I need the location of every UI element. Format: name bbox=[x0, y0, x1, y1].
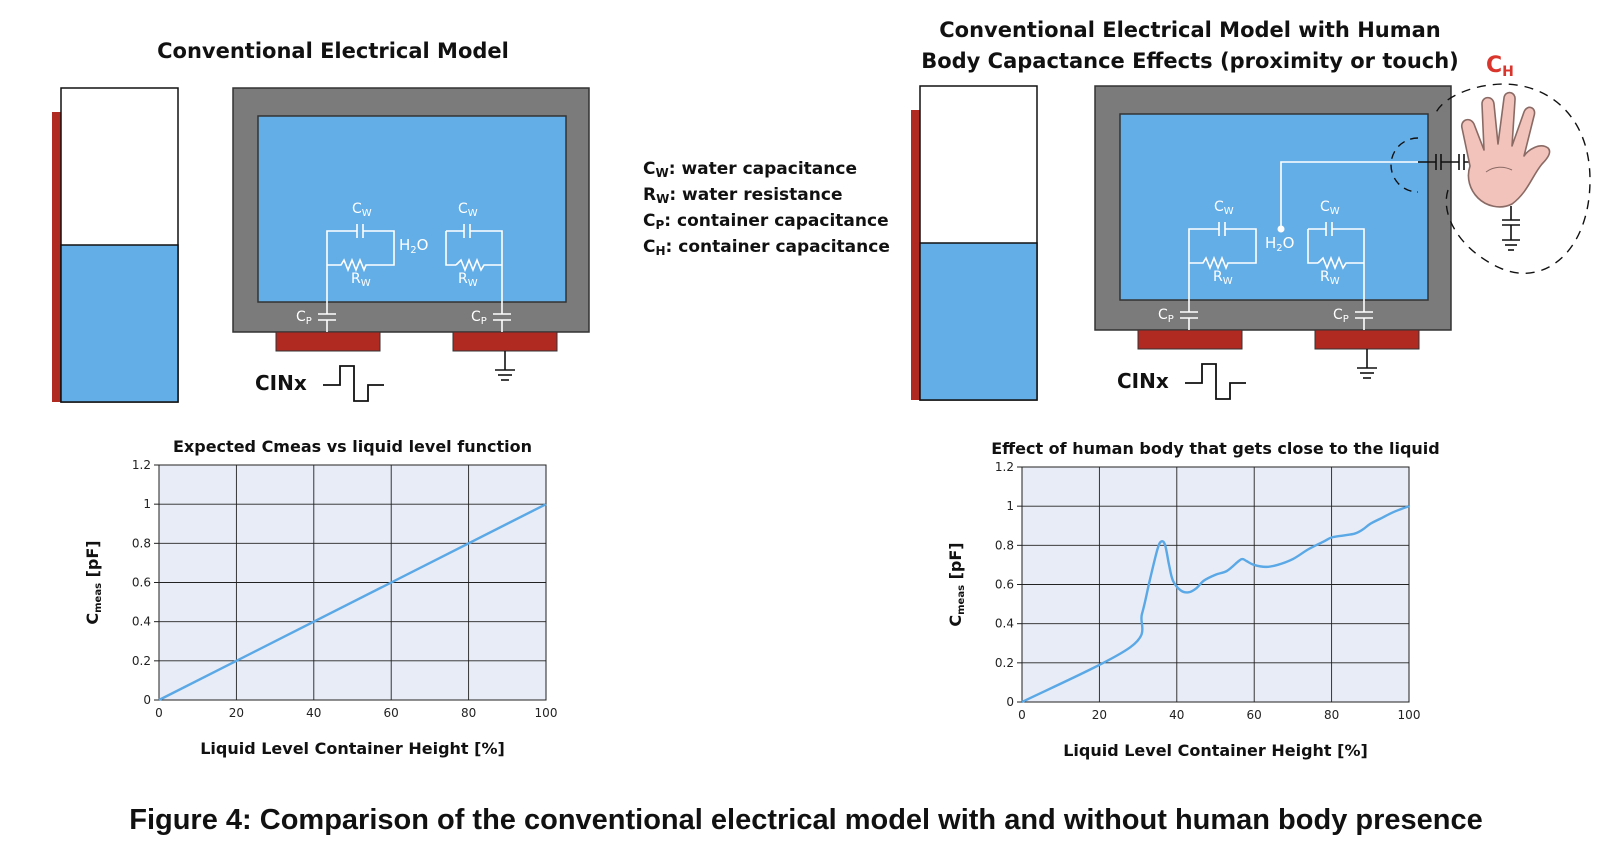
left-diagram-title: Conventional Electrical Model bbox=[157, 39, 509, 63]
left-electrode-cinx bbox=[275, 331, 381, 352]
chart-title: Expected Cmeas vs liquid level function bbox=[173, 437, 532, 456]
right-rw-label-1: RW bbox=[1213, 269, 1233, 287]
left-pulse-icon bbox=[323, 365, 384, 402]
right-diagram-title-line1: Conventional Electrical Model with Human bbox=[939, 18, 1440, 42]
left-h2o-label: H2O bbox=[399, 236, 428, 256]
chart-title: Effect of human body that gets close to … bbox=[991, 439, 1440, 458]
legend: CW: water capacitance RW: water resistan… bbox=[643, 159, 890, 258]
x-tick-label: 0 bbox=[155, 706, 163, 720]
x-axis-label: Liquid Level Container Height [%] bbox=[200, 739, 505, 758]
right-cp-label-1: CP bbox=[1158, 307, 1174, 325]
left-cinx-label: CINx bbox=[255, 371, 307, 395]
y-tick-label: 0.6 bbox=[995, 578, 1014, 592]
ch-label: CH bbox=[1486, 53, 1514, 80]
tube-electrode-strip bbox=[911, 110, 921, 400]
hand-ground-capacitor bbox=[1502, 206, 1520, 251]
left-cw-label-1: CW bbox=[352, 201, 372, 219]
figure-caption: Figure 4: Comparison of the conventional… bbox=[129, 804, 1483, 836]
y-tick-label: 1 bbox=[1006, 499, 1014, 513]
x-tick-label: 40 bbox=[1169, 708, 1184, 722]
right-water-body bbox=[1119, 113, 1429, 301]
circuit-node bbox=[1277, 225, 1285, 233]
right-electrode-cinx bbox=[1137, 329, 1243, 350]
x-tick-label: 100 bbox=[1398, 708, 1421, 722]
x-tick-label: 0 bbox=[1018, 708, 1026, 722]
left-water-body bbox=[257, 115, 567, 303]
y-tick-label: 0.2 bbox=[995, 656, 1014, 670]
x-tick-label: 80 bbox=[461, 706, 476, 720]
x-tick-label: 80 bbox=[1324, 708, 1339, 722]
legend-item-rw: RW: water resistance bbox=[643, 185, 842, 206]
right-circuit bbox=[1180, 161, 1418, 330]
tube-water bbox=[60, 244, 179, 403]
right-rw-label-2: RW bbox=[1320, 269, 1340, 287]
right-cp-label-2: CP bbox=[1333, 307, 1349, 325]
y-tick-label: 0.2 bbox=[132, 654, 151, 668]
right-cw-label-1: CW bbox=[1214, 199, 1234, 217]
y-tick-label: 0.4 bbox=[995, 617, 1014, 631]
chart-expected-cmeas: 0 20 40 60 80 100 0 0.2 0.4 0.6 0.8 1 1.2 Expected Cm… bbox=[83, 437, 557, 758]
x-tick-label: 60 bbox=[384, 706, 399, 720]
y-axis-label: Cmeas [pF] bbox=[946, 542, 967, 626]
legend-item-ch: CH: container capacitance bbox=[643, 237, 890, 258]
wall-dashed-arc bbox=[1390, 137, 1419, 193]
right-electrode-ground bbox=[1314, 329, 1420, 350]
y-tick-label: 0.8 bbox=[995, 538, 1014, 552]
left-tube bbox=[52, 87, 179, 403]
x-tick-label: 20 bbox=[1092, 708, 1107, 722]
y-tick-label: 0.4 bbox=[132, 615, 151, 629]
human-field-dashed-outline bbox=[1434, 83, 1591, 274]
right-cinx-label: CINx bbox=[1117, 369, 1169, 393]
right-pulse-icon bbox=[1185, 363, 1246, 400]
x-tick-label: 20 bbox=[229, 706, 244, 720]
series-line bbox=[1021, 505, 1410, 704]
left-rw-label-1: RW bbox=[351, 271, 371, 289]
x-tick-label: 40 bbox=[306, 706, 321, 720]
right-diagram: Conventional Electrical Model with Human… bbox=[911, 18, 1591, 401]
y-axis-label: Cmeas [pF] bbox=[83, 540, 104, 624]
x-tick-label: 100 bbox=[535, 706, 558, 720]
legend-item-cw: CW: water capacitance bbox=[643, 159, 857, 180]
left-diagram: Conventional Electrical Model bbox=[52, 39, 590, 403]
x-tick-label: 60 bbox=[1247, 708, 1262, 722]
y-tick-label: 1.2 bbox=[132, 458, 151, 472]
right-h2o-label: H2O bbox=[1265, 234, 1294, 254]
right-ground-symbol bbox=[1357, 349, 1377, 379]
y-tick-label: 0 bbox=[143, 693, 151, 707]
chart-human-body-effect: 0 20 40 60 80 100 0 0.2 0.4 0.6 0.8 1 1.2 Effect of h… bbox=[946, 439, 1440, 760]
legend-item-cp: CP: container capacitance bbox=[643, 211, 889, 232]
left-cp-label-1: CP bbox=[296, 309, 312, 327]
left-electrode-ground bbox=[452, 331, 558, 352]
y-tick-label: 1 bbox=[143, 497, 151, 511]
left-cw-label-2: CW bbox=[458, 201, 478, 219]
hand-icon bbox=[1460, 91, 1551, 208]
left-ground-symbol bbox=[495, 351, 515, 381]
y-tick-label: 0 bbox=[1006, 695, 1014, 709]
series-line bbox=[158, 503, 547, 702]
tube-electrode-strip bbox=[52, 112, 62, 402]
left-cp-label-2: CP bbox=[471, 309, 487, 327]
tube-water bbox=[919, 242, 1038, 401]
left-rw-label-2: RW bbox=[458, 271, 478, 289]
right-diagram-title-line2: Body Capactance Effects (proximity or to… bbox=[921, 49, 1459, 73]
left-circuit bbox=[318, 224, 511, 332]
right-tube bbox=[911, 85, 1038, 401]
y-tick-label: 0.6 bbox=[132, 576, 151, 590]
right-cw-label-2: CW bbox=[1320, 199, 1340, 217]
y-tick-label: 0.8 bbox=[132, 536, 151, 550]
x-axis-label: Liquid Level Container Height [%] bbox=[1063, 741, 1368, 760]
y-tick-label: 1.2 bbox=[995, 460, 1014, 474]
